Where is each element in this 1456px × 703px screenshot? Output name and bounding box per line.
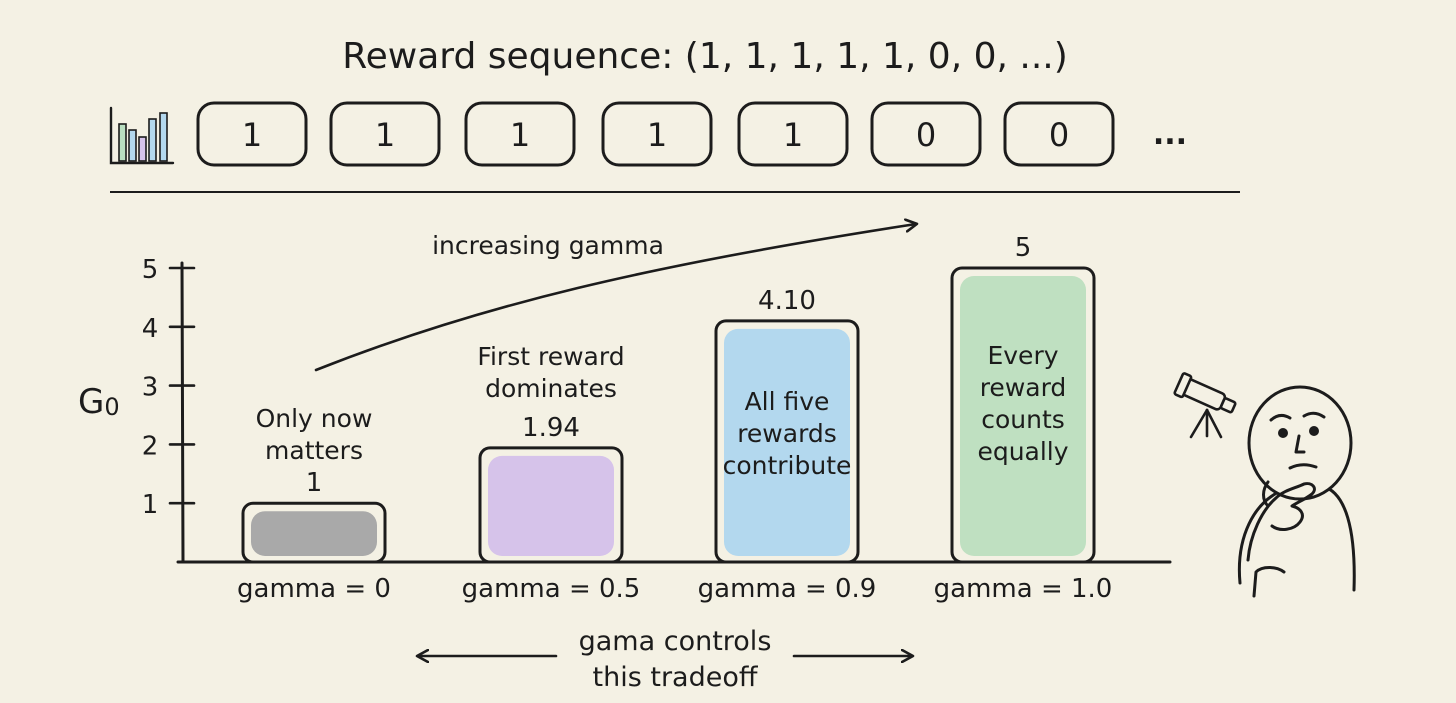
reward-box (329, 101, 441, 167)
y-tick-label: 1 (142, 490, 159, 520)
annotation-line: dominates (485, 374, 617, 403)
reward-value: 1 (375, 116, 395, 154)
y-axis-label: G0 (78, 382, 120, 422)
thinking-person-icon (1237, 385, 1356, 598)
reward-box (1003, 101, 1115, 167)
annotation-line: Only now (256, 404, 373, 433)
reward-box (870, 101, 982, 167)
y-axis (180, 261, 185, 564)
bar-value-label: 4.10 (758, 286, 816, 316)
bar-value-label: 1.94 (522, 413, 580, 443)
y-tick-label: 4 (142, 314, 159, 344)
bar-annotation: Only now matters (256, 404, 373, 465)
reward-value: 0 (916, 116, 936, 154)
annotation-line: equally (977, 437, 1068, 466)
reward-value: 1 (783, 116, 803, 154)
gamma-label: gamma = 0.5 (462, 574, 641, 604)
tradeoff-line-1: gama controls (579, 626, 772, 657)
y-tick-label: 5 (142, 255, 159, 285)
bar (714, 319, 860, 564)
sequence-ellipsis: ... (1153, 117, 1187, 152)
gamma-label: gamma = 1.0 (934, 574, 1113, 604)
reward-sequence: 1 1 1 1 1 0 0 ... (196, 101, 1187, 167)
bar-value-label: 5 (1015, 233, 1032, 263)
annotation-line: First reward (477, 342, 624, 371)
bar (950, 266, 1096, 564)
y-tick-label: 3 (142, 373, 159, 403)
telescope-icon (1173, 372, 1237, 439)
increasing-gamma-label: increasing gamma (432, 231, 664, 260)
gamma-label: gamma = 0.9 (698, 574, 877, 604)
bar (478, 446, 624, 564)
bar-fill (488, 455, 614, 556)
bar-fill (960, 276, 1086, 556)
y-axis-ticks: 1 2 3 4 5 (142, 255, 196, 520)
reward-value: 0 (1049, 116, 1069, 154)
reward-value: 1 (647, 116, 667, 154)
annotation-line: Every (987, 341, 1058, 370)
reward-box (601, 101, 713, 167)
bar-chart-icon (109, 106, 175, 165)
bar-annotation: All five rewards contribute (723, 387, 852, 480)
reward-box (196, 101, 308, 167)
reward-box (737, 101, 849, 167)
bar (241, 501, 387, 564)
tradeoff-line-2: this tradeoff (593, 662, 759, 693)
reward-value: 1 (242, 116, 262, 154)
bar-fill (251, 511, 377, 556)
annotation-line: rewards (737, 419, 837, 448)
annotation-line: contribute (723, 451, 852, 480)
chart-bars: 1 gamma = 0 1.94 gamma = 0.5 4.10 gamma = 0.9… (237, 233, 1112, 604)
annotation-line: matters (265, 436, 363, 465)
page-title: Reward sequence: (1, 1, 1, 1, 1, 0, 0, .… (342, 36, 1068, 77)
bar-fill (724, 328, 850, 556)
reward-box (464, 101, 576, 167)
bar-annotation: First reward dominates (477, 342, 624, 403)
y-tick-label: 2 (142, 431, 159, 461)
bar-annotation: Every reward counts equally (977, 341, 1068, 466)
gamma-label: gamma = 0 (237, 574, 391, 604)
annotation-line: counts (981, 405, 1065, 434)
bar-value-label: 1 (306, 468, 323, 498)
annotation-line: reward (980, 373, 1067, 402)
increasing-gamma-arrow (314, 224, 916, 372)
annotation-line: All five (745, 387, 830, 416)
reward-value: 1 (510, 116, 530, 154)
